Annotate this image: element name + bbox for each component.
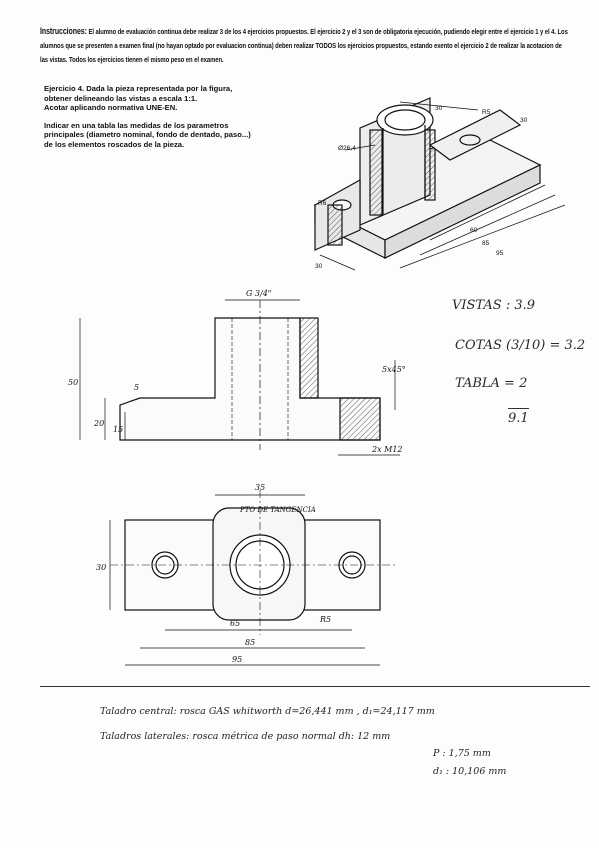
top-dim-35: 35 <box>255 483 265 492</box>
front-chamfer: 5x45° <box>382 365 406 374</box>
top-dim-95: 95 <box>232 655 242 664</box>
instructions-lead: Instrucciones: <box>40 26 87 36</box>
exercise-line-2: obtener delineando las vistas a escala 1… <box>44 93 198 103</box>
top-dim-85: 85 <box>245 638 255 647</box>
front-thread-side: 2x M12 <box>371 445 403 454</box>
iso-dim-d3: 30 <box>435 105 443 112</box>
instructions-body: El alumno de evaluación continua debe re… <box>40 27 568 64</box>
grade-cotas: COTAS (3/10) = 3.2 <box>455 338 586 353</box>
exercise-statement: Ejercicio 4. Dada la pieza representada … <box>44 84 294 157</box>
top-dim-30: 30 <box>96 563 106 572</box>
front-dim-5: 5 <box>134 383 139 392</box>
top-view <box>109 490 395 666</box>
iso-dim-d5: 30 <box>520 117 528 124</box>
top-dim-r5: R5 <box>319 615 331 624</box>
front-dim-15: 15 <box>113 425 123 434</box>
front-view-labels: G 3/4" 50 20 15 5 5x45° 2x M12 <box>68 289 406 454</box>
isometric-view <box>313 97 566 271</box>
grade-total: 9.1 <box>508 408 529 426</box>
iso-dim-d9: 30 <box>315 263 323 270</box>
separator-line <box>40 686 590 687</box>
note-lateral-text: rosca métrica de paso normal dh: 12 mm <box>192 731 391 742</box>
exercise-line-5: principales (diametro nominal, fondo de … <box>44 130 251 139</box>
iso-dim-d4: R5 <box>482 109 491 116</box>
top-view-labels: 35 PTO DE TANGENCIA 30 65 85 95 R5 <box>96 483 331 664</box>
front-view <box>79 299 400 456</box>
front-thread-top: G 3/4" <box>246 289 272 298</box>
note-lateral-label: Taladros laterales: <box>100 731 190 742</box>
grade-tabla: TABLA = 2 <box>455 376 528 391</box>
exercise-line-6: de los elementos roscados de la pieza. <box>44 139 185 149</box>
exercise-line-4: Indicar en una tabla las medidas de los … <box>44 120 229 130</box>
exercise-line-3: Acotar aplicando normativa UNE-EN. <box>44 103 178 112</box>
instructions-text: Instrucciones: El alumno de evaluación c… <box>40 24 570 67</box>
exercise-line-1: Ejercicio 4. Dada la pieza representada … <box>44 84 233 93</box>
iso-dim-d6: 60 <box>470 227 478 234</box>
iso-dim-d2: R6 <box>318 200 327 207</box>
front-dim-20: 20 <box>93 419 104 428</box>
top-dim-65: 65 <box>230 619 240 628</box>
front-dim-50: 50 <box>68 378 78 387</box>
iso-dimension-labels: Ø26,4 R6 30 R5 30 60 85 95 30 <box>315 105 528 270</box>
iso-dim-d7: 85 <box>482 240 490 247</box>
iso-dim-d8: 95 <box>496 250 504 257</box>
top-hole-note: PTO DE TANGENCIA <box>239 506 316 514</box>
note-central-label: Taladro central: <box>100 706 177 717</box>
note-pitch: P : 1,75 mm <box>433 748 491 759</box>
iso-dim-d1: Ø26,4 <box>338 145 356 152</box>
note-central-text: rosca GAS whitworth d=26,441 mm , d₁=24,… <box>179 706 435 717</box>
note-d1: d₁ : 10,106 mm <box>433 766 507 777</box>
grade-vistas: VISTAS : 3.9 <box>452 298 536 313</box>
